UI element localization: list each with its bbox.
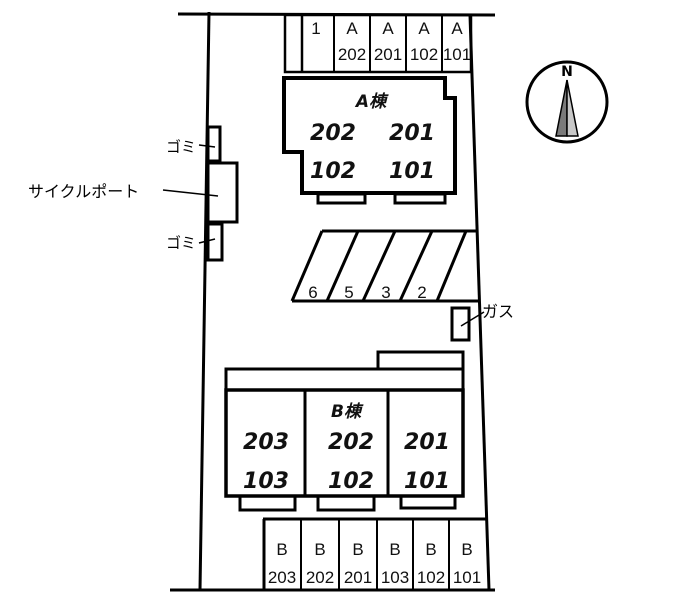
svg-text:B: B xyxy=(389,540,400,559)
unit: 102 xyxy=(310,159,356,184)
svg-text:B: B xyxy=(425,540,436,559)
unit: 203 xyxy=(243,430,289,455)
left-facilities: ゴミ サイクルポート ゴミ xyxy=(28,125,239,262)
gomi-label-lower: ゴミ xyxy=(166,234,196,252)
parking-space: A 101 xyxy=(443,19,471,64)
svg-text:B: B xyxy=(314,540,325,559)
bottom-parking: B 203 B 202 B 201 B 103 B 102 B 101 xyxy=(262,517,487,590)
middle-parking: 6 5 3 2 xyxy=(290,229,480,303)
parking-space: 5 xyxy=(344,283,353,302)
parking-space: B 201 xyxy=(344,540,372,587)
building-a: A棟 202 201 102 101 xyxy=(282,76,457,205)
parking-space: B 103 xyxy=(381,540,409,587)
svg-text:B: B xyxy=(461,540,472,559)
svg-text:A: A xyxy=(451,19,463,38)
parking-space: B 203 xyxy=(268,540,296,587)
parking-space: B 202 xyxy=(306,540,334,587)
svg-text:202: 202 xyxy=(306,568,334,587)
svg-text:101: 101 xyxy=(443,45,471,64)
svg-text:201: 201 xyxy=(344,568,372,587)
parking-space: A 102 xyxy=(410,19,438,64)
unit: 202 xyxy=(328,430,374,455)
parking-space: 1 xyxy=(311,19,320,38)
svg-text:B: B xyxy=(352,540,363,559)
building-b: B棟 203 202 201 103 102 101 xyxy=(224,350,465,512)
svg-text:102: 102 xyxy=(417,568,445,587)
parking-space: A 201 xyxy=(374,19,402,64)
gomi-label-upper: ゴミ xyxy=(166,138,196,156)
unit: 202 xyxy=(310,121,356,146)
unit: 201 xyxy=(389,121,435,146)
parking-space: A 202 xyxy=(338,19,366,64)
svg-text:201: 201 xyxy=(374,45,402,64)
svg-text:101: 101 xyxy=(453,568,481,587)
building-b-name: B棟 xyxy=(331,402,364,422)
svg-text:102: 102 xyxy=(410,45,438,64)
unit: 102 xyxy=(328,469,374,494)
compass-north-icon: N xyxy=(525,60,609,144)
gas-meter: ガス xyxy=(450,302,514,342)
svg-text:202: 202 xyxy=(338,45,366,64)
parking-space: B 102 xyxy=(417,540,445,587)
svg-text:A: A xyxy=(346,19,358,38)
unit: 101 xyxy=(389,159,435,184)
unit: 201 xyxy=(404,430,450,455)
cycle-port-label: サイクルポート xyxy=(28,182,139,201)
top-parking: 1 A 202 A 201 A 102 A 101 xyxy=(283,13,473,74)
building-a-name: A棟 xyxy=(354,92,389,112)
parking-space: 6 xyxy=(308,283,317,302)
svg-text:A: A xyxy=(382,19,394,38)
svg-text:203: 203 xyxy=(268,568,296,587)
svg-text:103: 103 xyxy=(381,568,409,587)
parking-space: B 101 xyxy=(453,540,481,587)
parking-space: 3 xyxy=(381,283,390,302)
unit: 103 xyxy=(243,469,289,494)
parking-space: 2 xyxy=(417,283,426,302)
unit: 101 xyxy=(404,469,450,494)
north-label: N xyxy=(561,64,573,80)
svg-text:A: A xyxy=(418,19,430,38)
svg-text:B: B xyxy=(276,540,287,559)
gas-label: ガス xyxy=(482,302,514,321)
svg-text:1: 1 xyxy=(311,19,320,38)
